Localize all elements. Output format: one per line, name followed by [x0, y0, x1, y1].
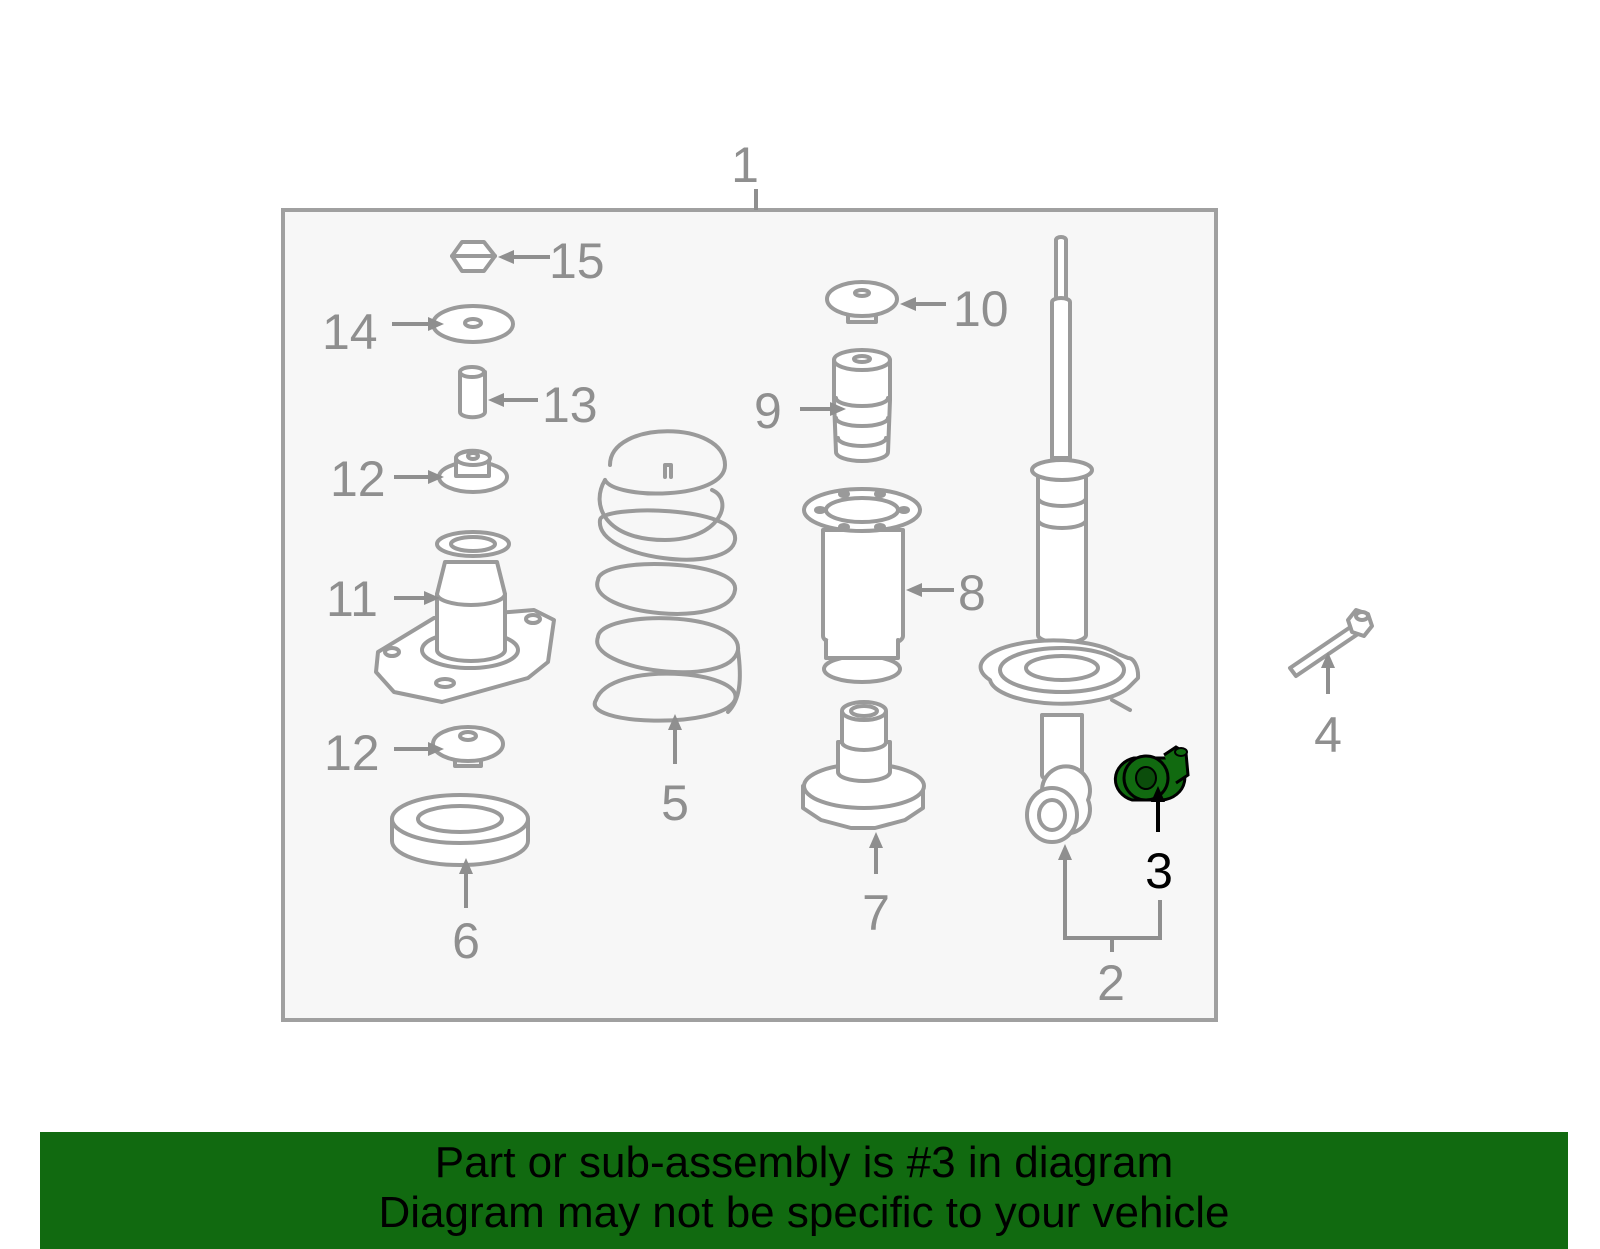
part-4-bolt — [1288, 608, 1374, 678]
part-2-strut — [978, 235, 1141, 844]
callout-1: 1 — [731, 137, 759, 193]
part-13-collar — [458, 365, 487, 420]
callout-12-lower: 12 — [324, 725, 380, 781]
callout-8: 8 — [958, 565, 986, 621]
callout-13: 13 — [542, 377, 598, 433]
callout-10: 10 — [953, 281, 1009, 337]
banner-line-2: Diagram may not be specific to your vehi… — [378, 1188, 1230, 1237]
part-11-mount — [374, 530, 556, 704]
callout-7: 7 — [862, 885, 890, 941]
part-6-spring-seat — [390, 793, 530, 867]
banner-line-1: Part or sub-assembly is #3 in diagram — [434, 1138, 1174, 1187]
part-5-coil-spring — [592, 429, 742, 723]
callout-6: 6 — [452, 913, 480, 969]
info-banner: Part or sub-assembly is #3 in diagram Di… — [40, 1132, 1568, 1249]
callout-9: 9 — [754, 383, 782, 439]
callout-3: 3 — [1145, 843, 1173, 899]
callout-4: 4 — [1314, 707, 1342, 763]
callout-arrows — [392, 250, 1335, 952]
part-8-dust-boot — [802, 487, 922, 684]
part-7-lower-seat — [801, 700, 926, 830]
callout-12-upper: 12 — [330, 451, 386, 507]
callout-15: 15 — [549, 233, 605, 289]
callout-11: 11 — [326, 571, 378, 627]
part-14-washer — [431, 304, 515, 344]
part-15-nut — [450, 240, 497, 273]
part-10-cap — [825, 280, 899, 324]
callout-14: 14 — [322, 304, 378, 360]
part-9-bump-stop — [832, 348, 892, 463]
callout-2: 2 — [1097, 955, 1125, 1011]
callout-5: 5 — [661, 775, 689, 831]
part-12-bushing-lower — [431, 725, 505, 768]
